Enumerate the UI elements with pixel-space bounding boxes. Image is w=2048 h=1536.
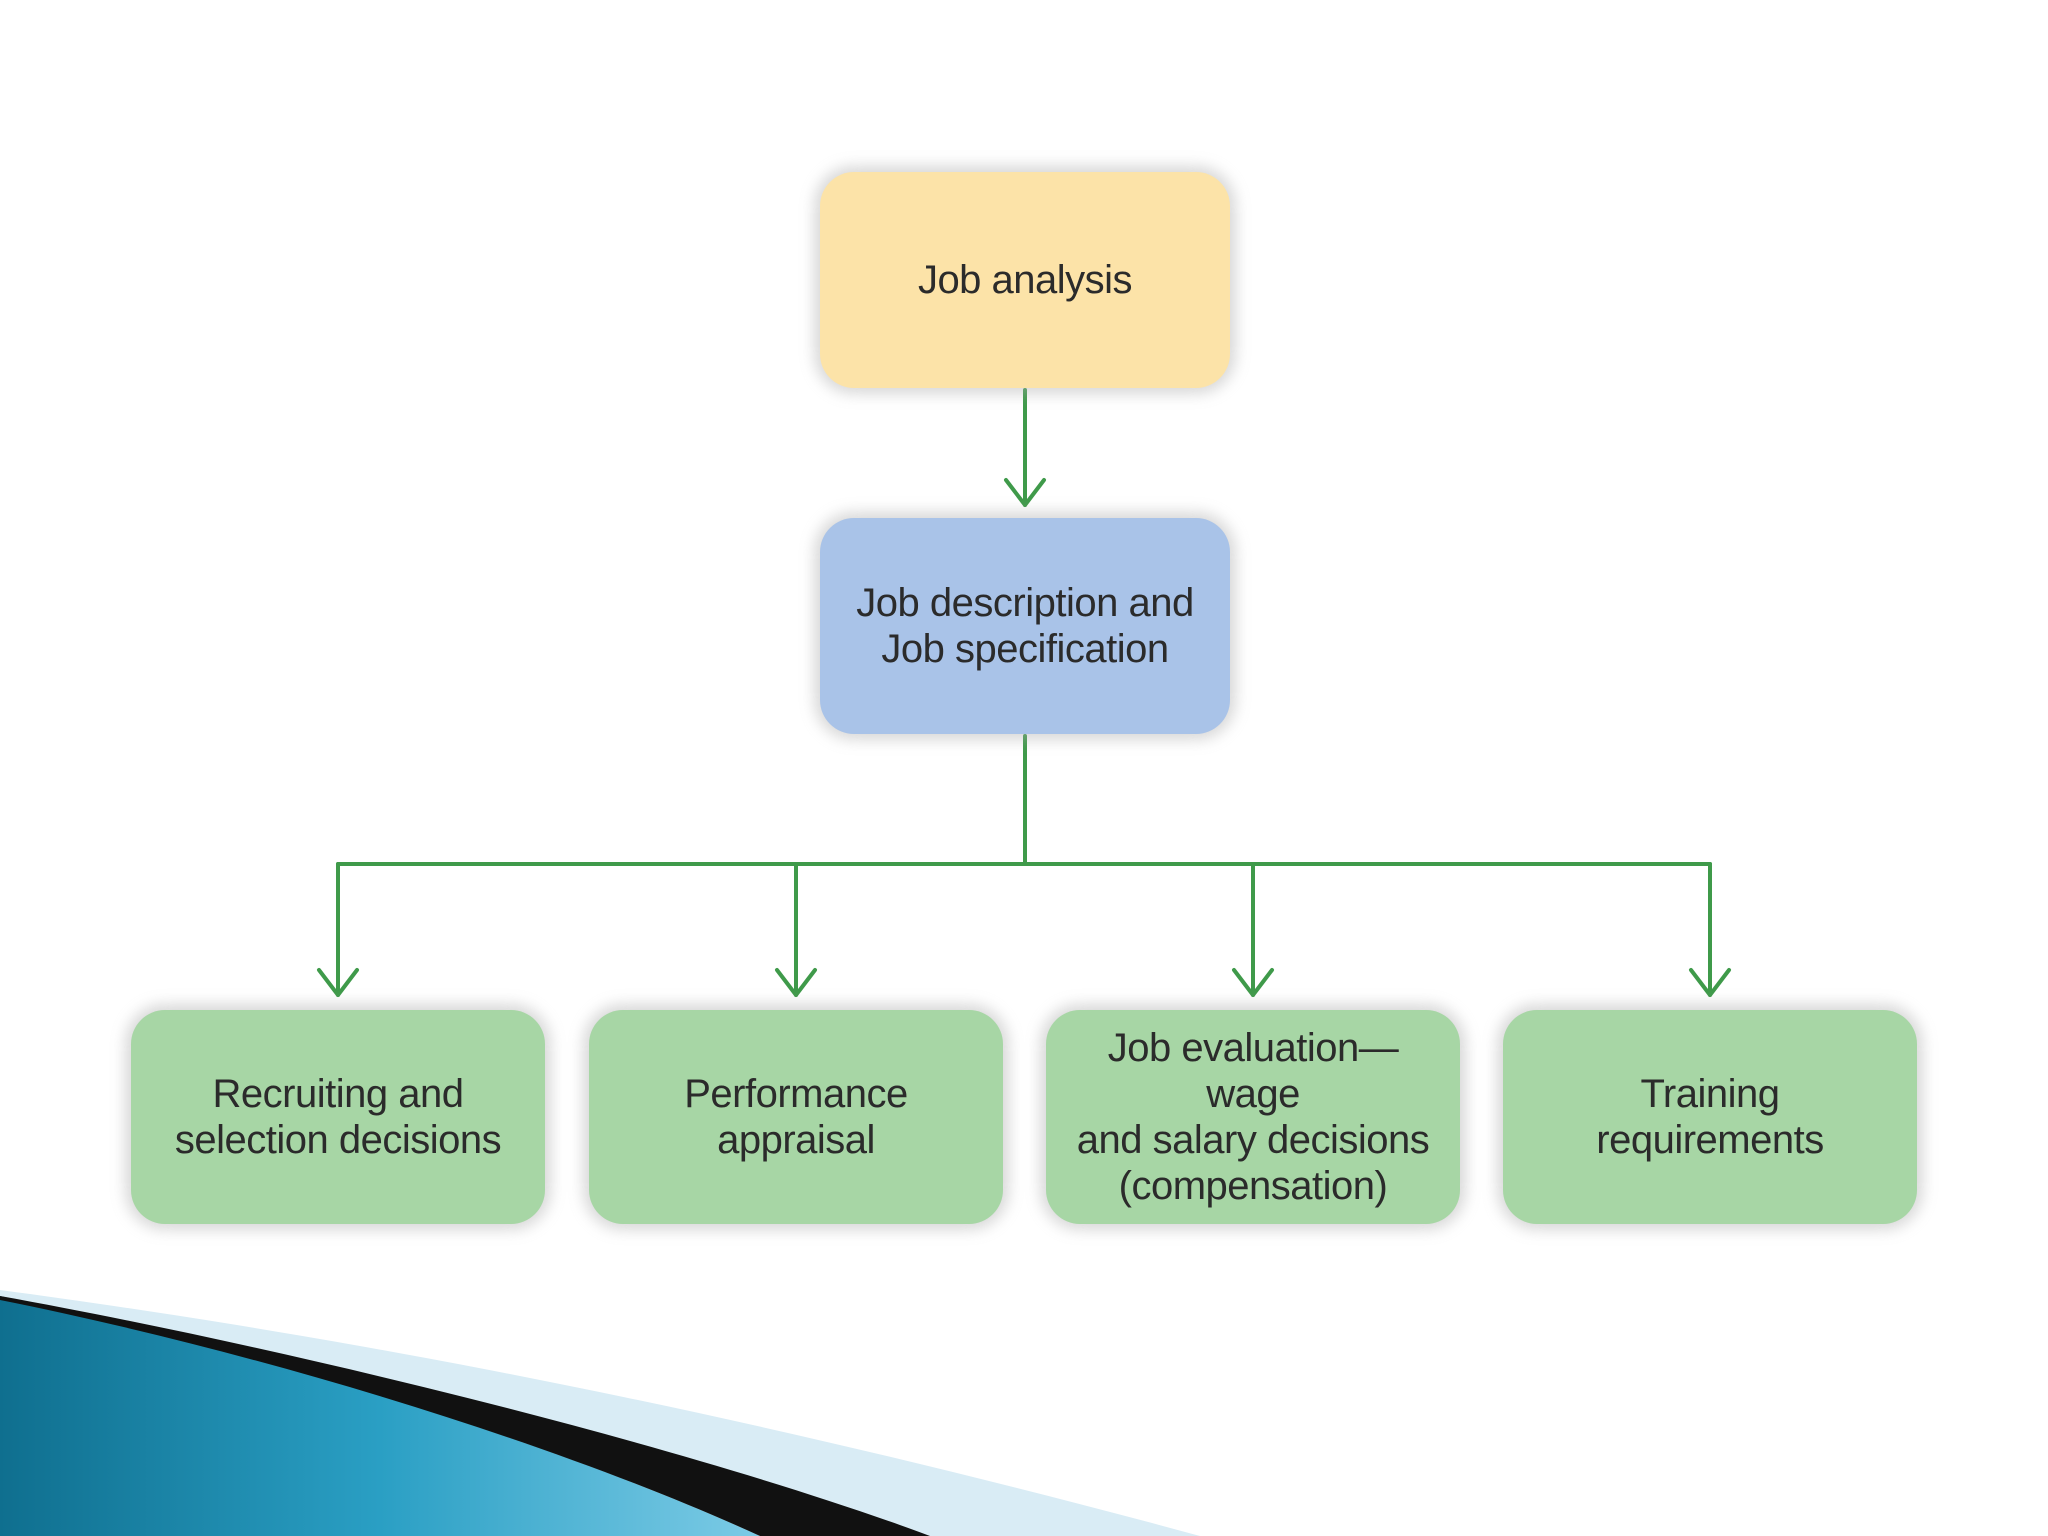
arrowhead-middle	[1004, 478, 1046, 507]
node-performance-appraisal: Performance appraisal	[589, 1010, 1003, 1224]
node-job-analysis: Job analysis	[820, 172, 1230, 388]
node-label: Job evaluation—wage and salary decisions…	[1076, 1026, 1430, 1208]
arrowhead-b4	[1689, 968, 1731, 997]
node-job-evaluation: Job evaluation—wage and salary decisions…	[1046, 1010, 1460, 1224]
node-label: Job analysis	[917, 258, 1133, 302]
node-label: Performance appraisal	[684, 1072, 908, 1162]
node-label: Recruiting and selection decisions	[174, 1072, 502, 1162]
arrowhead-b1	[317, 968, 359, 997]
node-label: Job description and Job specification	[856, 581, 1194, 671]
node-recruiting-selection: Recruiting and selection decisions	[131, 1010, 545, 1224]
node-label: Training requirements	[1596, 1072, 1824, 1162]
arrowhead-b3	[1232, 968, 1274, 997]
arrowhead-b2	[775, 968, 817, 997]
node-job-description-specification: Job description and Job specification	[820, 518, 1230, 734]
swoosh-teal-band	[0, 1296, 760, 1536]
swoosh-light-band	[0, 1290, 1200, 1536]
node-training-requirements: Training requirements	[1503, 1010, 1917, 1224]
swoosh-dark-band	[0, 1296, 930, 1536]
